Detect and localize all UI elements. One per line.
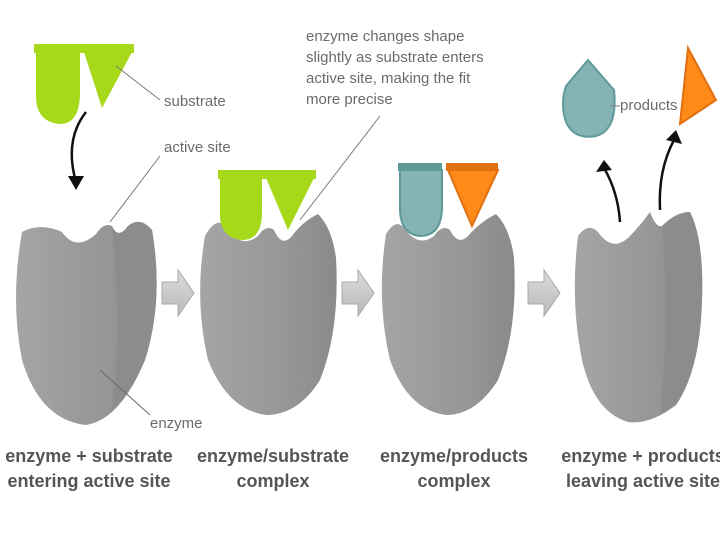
stage-2-line-1: enzyme/substrate (188, 444, 358, 469)
bound-substrate-half-circle (220, 178, 262, 240)
stage-3-line-1: enzyme/products (369, 444, 539, 469)
exit-arrow-left-head (596, 160, 612, 172)
entry-arrow-head (68, 176, 84, 190)
enzyme-label: enzyme (150, 414, 203, 434)
stage-2-line-2: complex (188, 469, 358, 494)
substrate-half-circle (36, 52, 80, 124)
shape-change-note: enzyme changes shape slightly as substra… (306, 26, 484, 110)
stage-1-line-2: entering active site (4, 469, 174, 494)
enzyme-stage-2 (200, 214, 337, 415)
process-arrow-1 (162, 270, 194, 316)
substrate-label: substrate (164, 92, 226, 112)
substrate-pointer-line (116, 66, 160, 100)
substrate-top-bar (34, 44, 134, 53)
enzyme-stage-3 (382, 214, 515, 415)
active-site-pointer-line (110, 156, 160, 222)
stage-3-line-2: complex (369, 469, 539, 494)
stage-caption-3: enzyme/products complex (369, 444, 539, 494)
process-arrow-2 (342, 270, 374, 316)
enzyme-stage-4-fold (660, 212, 702, 414)
exit-arrow-left (604, 168, 620, 222)
bound-product-teal (400, 170, 442, 236)
stage-1-line-1: enzyme + substrate (4, 444, 174, 469)
active-site-label: active site (164, 138, 231, 158)
entry-arrow (72, 112, 86, 182)
substrate-triangle (84, 52, 132, 108)
stage-4-line-1: enzyme + products (558, 444, 720, 469)
products-label: products (620, 96, 678, 116)
stage-4-line-2: leaving active site (558, 469, 720, 494)
bound-substrate-bar (218, 170, 316, 179)
shape-note-line-4: more precise (306, 89, 484, 110)
stage-caption-4: enzyme + products leaving active site (558, 444, 720, 494)
released-product-orange (680, 48, 716, 124)
stage-caption-1: enzyme + substrate entering active site (4, 444, 174, 494)
shape-note-pointer-line (300, 116, 380, 220)
shape-note-line-3: active site, making the fit (306, 68, 484, 89)
exit-arrow-right (660, 140, 674, 210)
shape-note-line-1: enzyme changes shape (306, 26, 484, 47)
stage-caption-2: enzyme/substrate complex (188, 444, 358, 494)
exit-arrow-right-head (666, 130, 682, 144)
shape-note-line-2: slightly as substrate enters (306, 47, 484, 68)
released-product-teal (563, 60, 615, 137)
process-arrow-3 (528, 270, 560, 316)
